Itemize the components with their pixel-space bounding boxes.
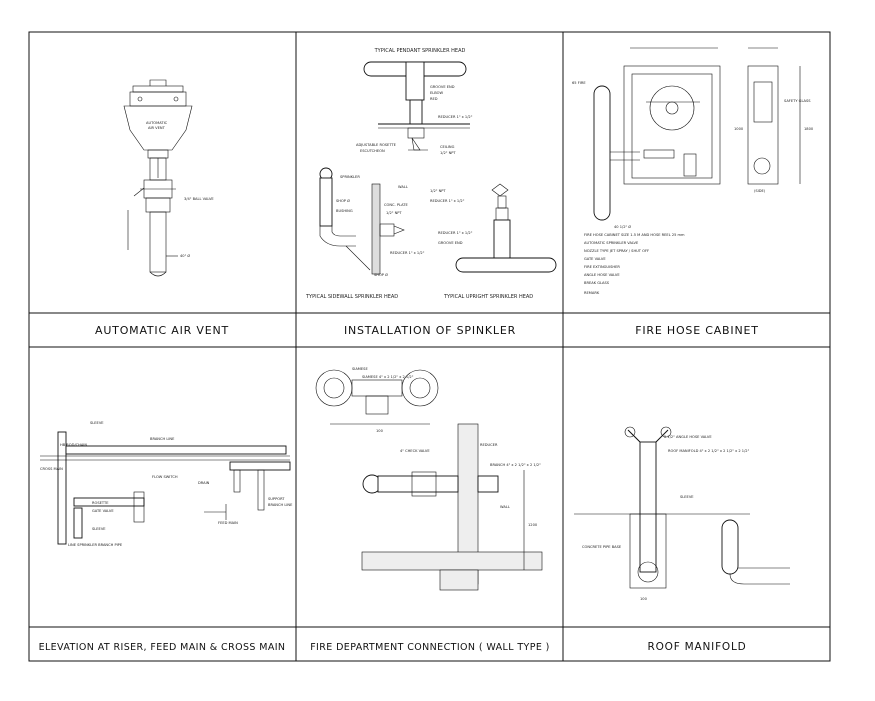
label-safety-glass: SAFETY GLASS [784, 99, 811, 103]
label-bushing: BUSHING [336, 209, 353, 213]
label-65-fire: 65 FIRE [572, 81, 586, 85]
label-angle-hose-valve: 2 1/2" ANGLE HOSE VALVE [664, 435, 712, 439]
legend-item-4: GATE VALVE [584, 257, 606, 261]
panel-title-air-vent: AUTOMATIC AIR VENT [95, 324, 229, 337]
panel-elevation-riser: SLEEVE HB ROD/CHAIN BRANCH LINE FLOW SWI… [39, 421, 294, 653]
panel-fire-hose-cabinet: 65 FIRE 40 1/2" Ø 1000 1800 SAFETY GLASS… [572, 47, 814, 337]
label-pipe-size: 40 1/2" Ø [614, 224, 631, 229]
label-sleeve: SLEEVE [90, 421, 104, 425]
label-reducer-3: REDUCER 1" x 1/2" [430, 199, 465, 203]
label-reducer-2: REDUCER 1" x 1/2" [390, 251, 425, 255]
label-dim-1200: 1200 [528, 523, 538, 527]
air-vent-drawing [123, 79, 193, 277]
label-flow-switch: FLOW SWITCH [152, 475, 178, 479]
label-groove-end: GROOVE END [430, 85, 455, 89]
label-ceiling: CEILING [440, 145, 455, 149]
label-npt-3: 1/2" NPT [430, 189, 446, 193]
label-branch-size: BRANCH 4" x 2 1/2" x 2 1/2" [490, 463, 541, 467]
label-sleeve: SLEEVE [680, 495, 694, 499]
label-sprinkler: SPRINKLER [340, 175, 360, 179]
label-shop-dia: SHOP Ø [336, 198, 350, 203]
label-ball-valve: 3/4" BALL VALVE [184, 197, 214, 201]
riser-drawing [40, 431, 291, 545]
label-check-valve: 4" CHECK VALVE [400, 449, 430, 453]
label-sleeve-2: SLEEVE [92, 527, 106, 531]
legend-item-2: AUTOMATIC SPRINKLER VALVE [584, 241, 639, 245]
label-conc-plate: CONC. PLATE [384, 203, 408, 207]
label-sidewall-head: TYPICAL SIDEWALL SPRINKLER HEAD [305, 294, 398, 300]
label-concrete-base: CONCRETE PIPE BASE [582, 545, 622, 549]
label-red: RED [430, 97, 438, 101]
label-branch-line: BRANCH LINE [150, 437, 175, 441]
label-rosette: ROSETTE [92, 501, 109, 505]
label-branch-line-2: BRANCH LINE [268, 503, 293, 507]
panel-installation-sprinkler: TYPICAL PENDANT SPRINKLER HEAD GROOVE EN… [305, 48, 557, 337]
label-drain: DRAIN [198, 481, 210, 485]
legend-remark: REMARK [584, 291, 600, 295]
label-reducer: REDUCER [480, 443, 498, 447]
panel-title-roof-manifold: ROOF MANIFOLD [647, 641, 746, 653]
label-groove-end-2: GROOVE END [438, 241, 463, 245]
label-dim-100: 100 [376, 429, 384, 433]
label-pendant-head: TYPICAL PENDANT SPRINKLER HEAD [374, 48, 466, 54]
label-branch-pipe: LINE SPRINKLER BRANCH PIPE [68, 543, 123, 547]
label-manifold-size: ROOF MANIFOLD 4" x 2 1/2" x 2 1/2" x 2 1… [668, 449, 750, 453]
panel-roof-manifold: 2 1/2" ANGLE HOSE VALVE ROOF MANIFOLD 4"… [574, 426, 790, 653]
cabinet-side-drawing [747, 47, 801, 185]
legend-item-3: NOZZLE TYPE JET SPRAY / SHUT OFF [584, 249, 649, 253]
legend-item-5: FIRE EXTINGUISHER [584, 265, 620, 269]
cabinet-front-drawing [593, 47, 721, 221]
legend-item-6: ANGLE HOSE VALVE [584, 273, 620, 277]
label-upright-head: TYPICAL UPRIGHT SPRINKLER HEAD [443, 294, 533, 300]
legend-item-1: FIRE HOSE CABINET SIZE 1.5 M AND HOSE RE… [584, 233, 685, 237]
fdc-drawing [315, 369, 543, 591]
label-siamese-size: SIAMESE 4" x 2 1/2" x 2 1/2" [362, 375, 414, 379]
cabinet-legend: FIRE HOSE CABINET SIZE 1.5 M AND HOSE RE… [584, 233, 685, 295]
label-shop-dia-2: SHOP Ø [374, 272, 388, 277]
label-dim-100: 100 [640, 597, 648, 601]
label-wall: WALL [500, 505, 510, 509]
label-gate-valve: GATE VALVE [92, 509, 114, 513]
label-npt-2: 1/2" NPT [386, 211, 402, 215]
legend-item-7: BREAK GLASS [584, 281, 610, 285]
label-elbow: ELBOW [430, 91, 444, 95]
label-automatic: AUTOMATIC [146, 121, 168, 125]
panel-title-fdc: FIRE DEPARTMENT CONNECTION ( WALL TYPE ) [310, 642, 550, 653]
label-reducer-4: REDUCER 1" x 1/2" [438, 231, 473, 235]
roof-manifold-drawing [574, 426, 790, 589]
label-rosette: ADJUSTABLE ROSETTE [356, 143, 397, 147]
label-dim-1800: 1800 [804, 127, 814, 131]
label-dim-1000: 1000 [734, 127, 744, 131]
panel-title-hose-cabinet: FIRE HOSE CABINET [635, 324, 759, 337]
label-wall: WALL [398, 185, 408, 189]
sidewall-sprinkler-drawing [319, 167, 405, 275]
panel-fire-dept-connection: SIAMESE SIAMESE 4" x 2 1/2" x 2 1/2" 4" … [310, 367, 550, 653]
label-air-vent: AIR VENT [148, 126, 166, 130]
label-cross-main: CROSS MAIN [40, 467, 63, 471]
label-side: (SIDE) [754, 189, 766, 193]
label-siamese: SIAMESE [352, 367, 368, 371]
label-feed-main: FEED MAIN [218, 521, 238, 525]
pendant-sprinkler-drawing [363, 61, 470, 151]
label-hb-rod: HB ROD/CHAIN [60, 443, 87, 447]
label-escutcheon: ESCUTCHEON [360, 149, 385, 153]
label-reducer-1: REDUCER 1" x 1/2" [438, 115, 473, 119]
label-npt-1: 1/2" NPT [440, 151, 456, 155]
label-pipe-dia: 40" Ø [180, 253, 190, 258]
panel-automatic-air-vent: AUTOMATIC AIR VENT 3/4" BALL VALVE 40" Ø… [95, 79, 229, 337]
panel-title-elevation: ELEVATION AT RISER, FEED MAIN & CROSS MA… [39, 642, 286, 653]
panel-title-installation: INSTALLATION OF SPINKLER [344, 324, 516, 337]
upright-sprinkler-drawing [455, 183, 557, 273]
label-support: SUPPORT [268, 497, 285, 501]
